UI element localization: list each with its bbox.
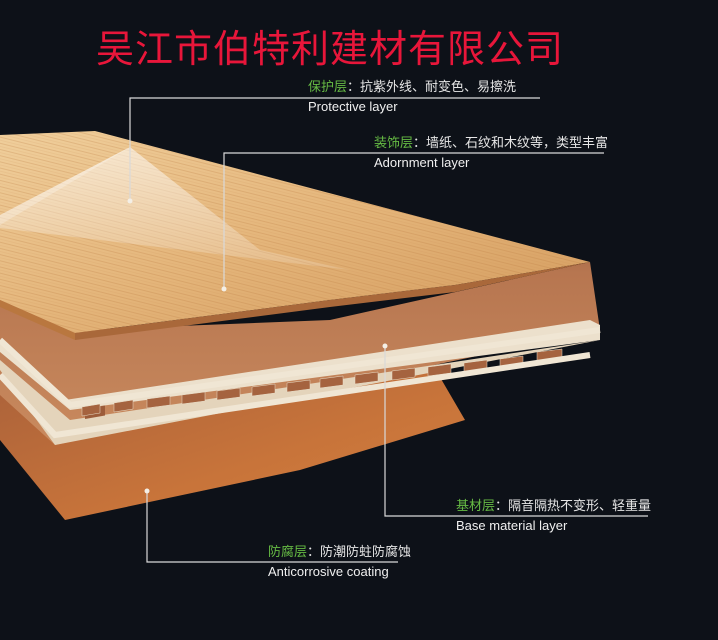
leader-protective <box>129 97 540 200</box>
protective-film <box>0 147 350 270</box>
callout-adornment-desc: 墙纸、石纹和木纹等，类型丰富 <box>426 136 609 151</box>
callout-base: 基材层：隔音隔热不变形、轻重量 Base material layer <box>456 499 651 534</box>
company-title: 吴江市伯特利建材有限公司 <box>96 27 565 71</box>
callout-anticorrosive-sep: ： <box>307 545 321 560</box>
leader-anticorrosive <box>146 491 398 563</box>
callout-adornment-cn: 装饰层：墙纸、石纹和木纹等，类型丰富 <box>374 136 608 152</box>
callout-adornment-en: Adornment layer <box>374 155 470 170</box>
callout-anticorrosive-cn: 防腐层：防潮防蛀防腐蚀 <box>268 545 411 561</box>
callout-base-key: 基材层 <box>456 499 496 514</box>
callout-anticorrosive: 防腐层：防潮防蛀防腐蚀 Anticorrosive coating <box>268 545 411 580</box>
leader-dots <box>127 198 388 494</box>
callout-protective: 保护层：抗紫外线、耐变色、易擦洗 Protective layer <box>308 80 516 115</box>
callout-protective-key: 保护层 <box>308 80 348 95</box>
callout-adornment-key: 装饰层 <box>374 136 414 151</box>
callout-protective-en: Protective layer <box>308 99 398 114</box>
leader-base <box>384 346 648 517</box>
leader-lines <box>129 97 648 563</box>
callout-protective-cn: 保护层：抗紫外线、耐变色、易擦洗 <box>308 80 516 96</box>
callout-protective-desc: 抗紫外线、耐变色、易擦洗 <box>360 80 517 95</box>
callout-base-desc: 隔音隔热不变形、轻重量 <box>508 499 652 514</box>
leader-adornment <box>223 152 604 288</box>
callout-anticorrosive-en: Anticorrosive coating <box>268 564 389 579</box>
callout-adornment-sep: ： <box>413 136 427 151</box>
profile-outline <box>0 327 601 439</box>
callout-base-en: Base material layer <box>456 518 568 533</box>
callout-protective-sep: ： <box>347 80 361 95</box>
callout-base-cn: 基材层：隔音隔热不变形、轻重量 <box>456 499 651 515</box>
callout-anticorrosive-desc: 防潮防蛀防腐蚀 <box>320 545 412 560</box>
callout-anticorrosive-key: 防腐层 <box>268 545 308 560</box>
callout-base-sep: ： <box>495 499 509 514</box>
callout-adornment: 装饰层：墙纸、石纹和木纹等，类型丰富 Adornment layer <box>374 136 608 171</box>
base-material-core <box>0 180 600 445</box>
